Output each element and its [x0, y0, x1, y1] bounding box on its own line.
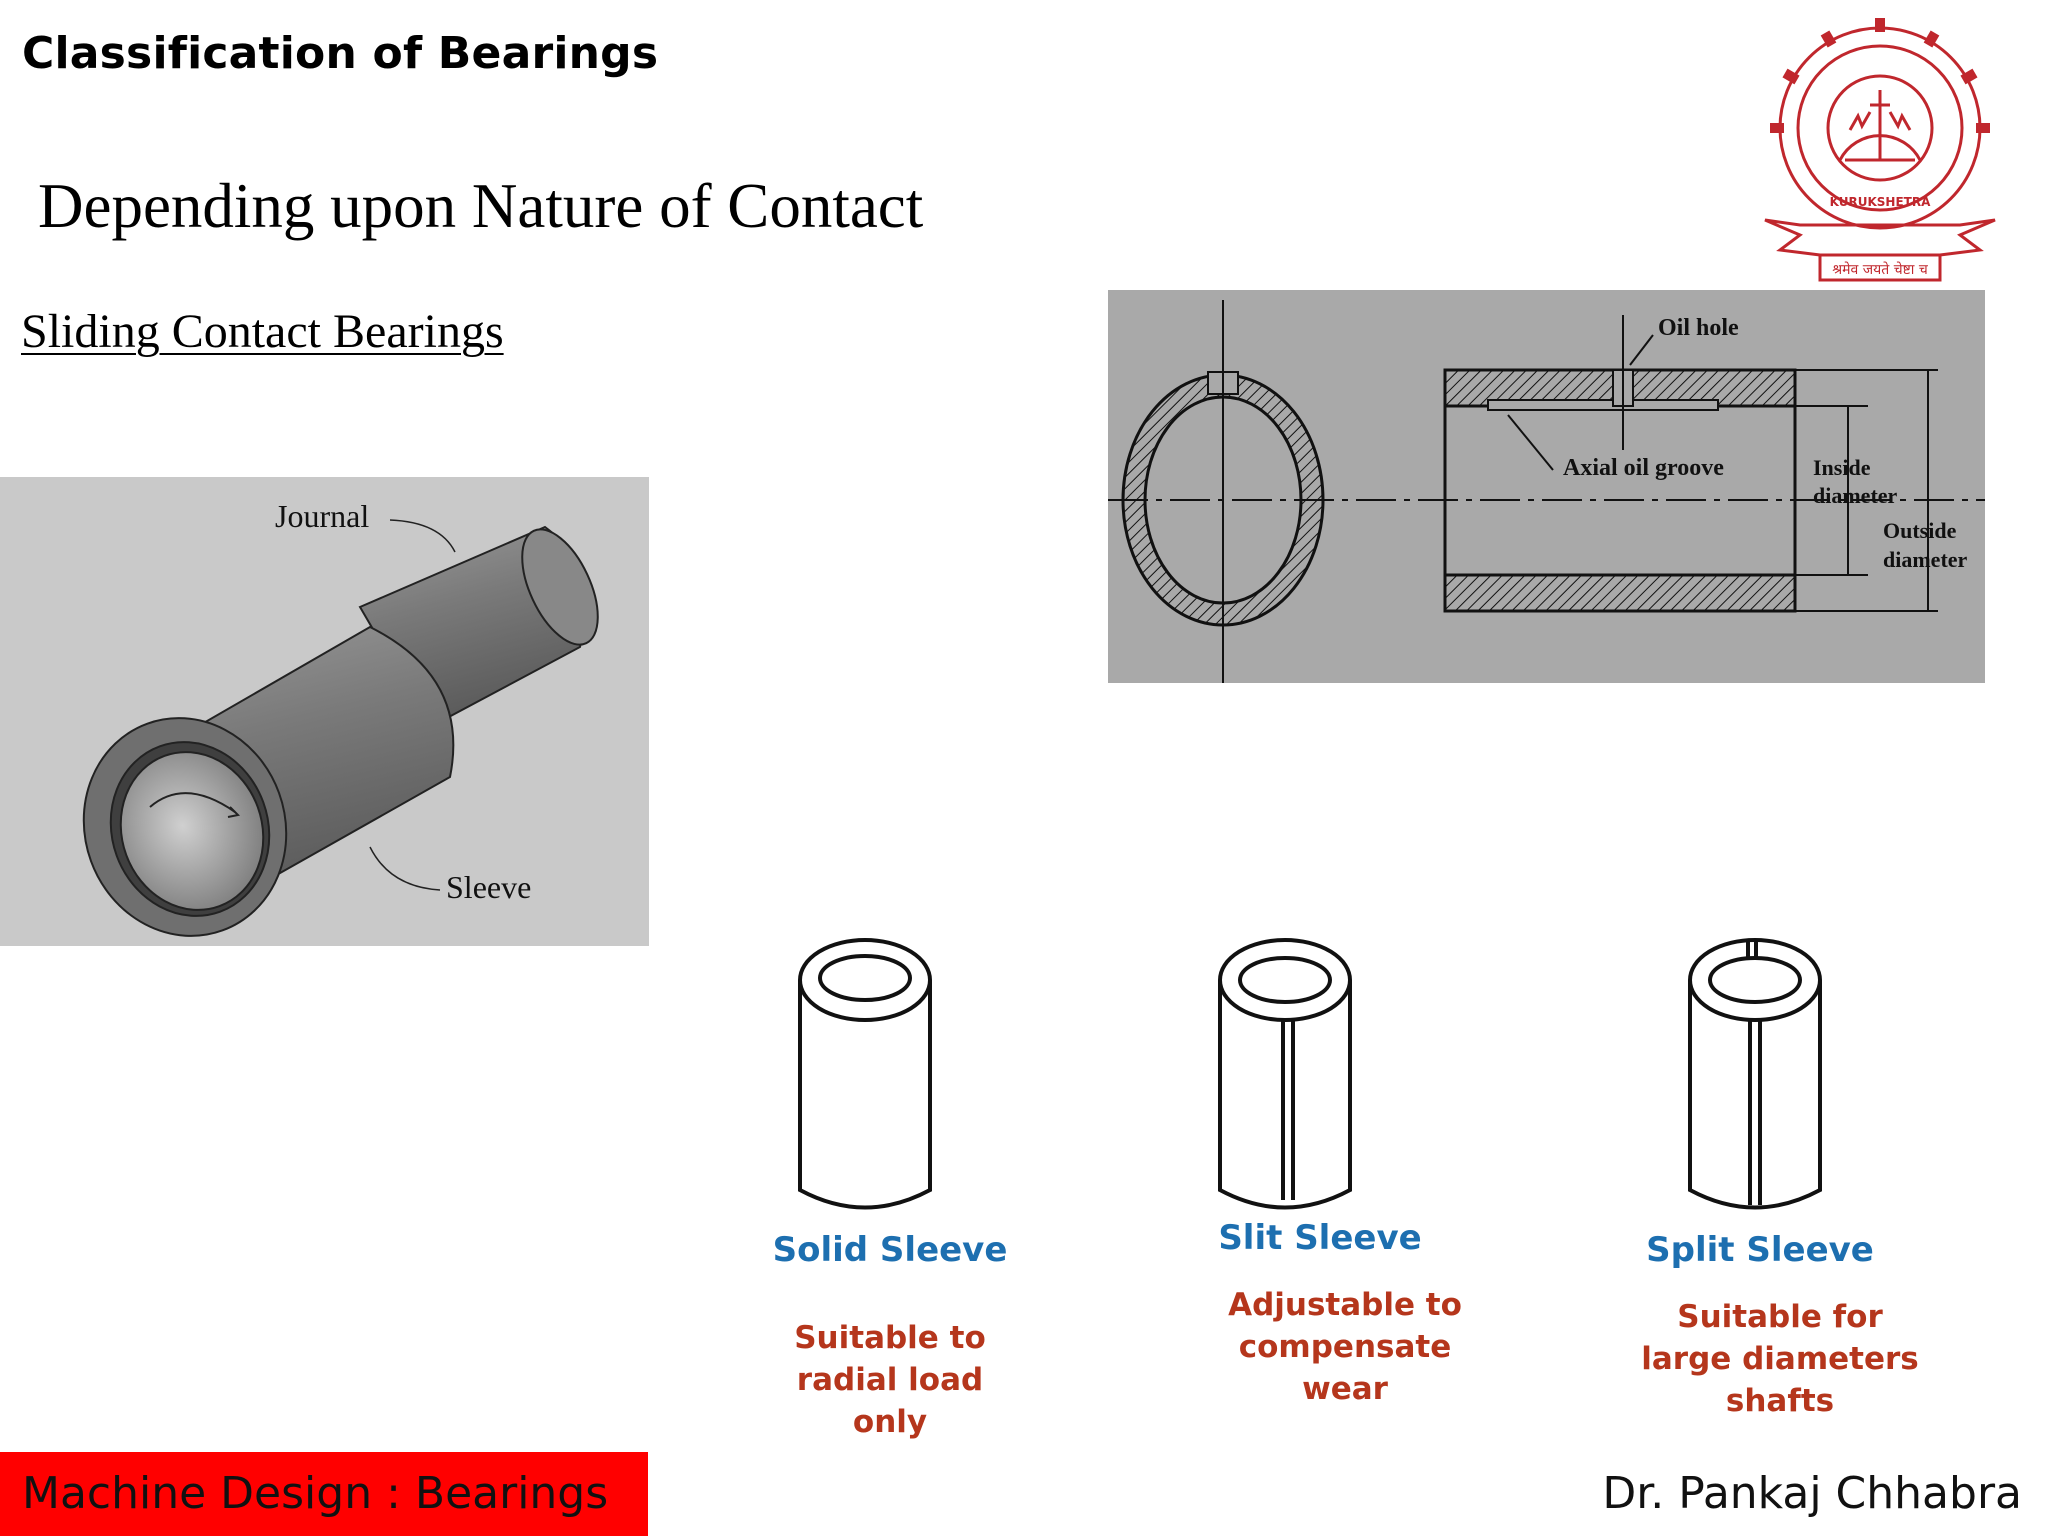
bush-section-figure: Oil hole Axial oil groove Inside diamete…: [1108, 290, 1985, 683]
solid-sleeve-title: Solid Sleeve: [772, 1230, 1008, 1270]
inside-diameter-label-2: diameter: [1813, 483, 1898, 508]
journal-bearing-drawing: Journal Sleeve: [82, 498, 599, 937]
split-sleeve-desc: Suitable for large diameters shafts: [1600, 1296, 1960, 1422]
slit-sleeve-desc-line: Adjustable to: [1228, 1287, 1462, 1323]
outside-diameter-label-2: diameter: [1883, 547, 1968, 572]
solid-sleeve-desc-line: Suitable to: [794, 1320, 986, 1356]
slit-sleeve-desc: Adjustable to compensate wear: [1180, 1284, 1510, 1410]
slit-sleeve-title: Slit Sleeve: [1218, 1218, 1422, 1258]
footer-course-title: Machine Design : Bearings: [22, 1468, 609, 1519]
journal-bearing-figure: Journal Sleeve: [0, 477, 649, 946]
slit-sleeve-drawing: [1218, 938, 1352, 1210]
slit-sleeve-desc-line: wear: [1302, 1371, 1388, 1407]
split-sleeve-desc-line: Suitable for: [1677, 1299, 1883, 1335]
footer-bar: [0, 1452, 648, 1536]
logo-motto: श्रमेव जयते चेष्टा च: [1832, 261, 1929, 278]
journal-label: Journal: [275, 498, 369, 534]
split-sleeve-drawing: [1688, 938, 1822, 1210]
bush-section-drawing: Oil hole Axial oil groove Inside diamete…: [1108, 300, 1985, 683]
split-sleeve-desc-line: large diameters: [1641, 1341, 1919, 1377]
split-sleeve-desc-line: shafts: [1725, 1383, 1835, 1419]
slide-subtitle: Depending upon Nature of Contact: [38, 171, 924, 241]
institute-logo: श्रमेव जयते चेष्टा च KURUKSHETRA: [1764, 18, 1996, 282]
inside-diameter-label-1: Inside: [1813, 455, 1871, 480]
solid-sleeve-drawing: [798, 938, 932, 1210]
outside-diameter-label-1: Outside: [1883, 518, 1957, 543]
solid-sleeve-desc-line: radial load: [796, 1362, 984, 1398]
solid-sleeve-desc-line: only: [852, 1404, 928, 1440]
oil-groove-label: Axial oil groove: [1563, 455, 1724, 481]
split-sleeve-title: Split Sleeve: [1646, 1230, 1874, 1270]
solid-sleeve-desc: Suitable to radial load only: [760, 1317, 1020, 1443]
section-title: Sliding Contact Bearings: [21, 305, 504, 358]
slit-sleeve-desc-line: compensate: [1238, 1329, 1452, 1365]
logo-city: KURUKSHETRA: [1830, 195, 1931, 209]
slide-heading: Classification of Bearings: [22, 28, 659, 79]
sleeve-label: Sleeve: [446, 869, 531, 905]
footer-author: Dr. Pankaj Chhabra: [1602, 1468, 2022, 1519]
oil-hole-label: Oil hole: [1658, 315, 1739, 341]
